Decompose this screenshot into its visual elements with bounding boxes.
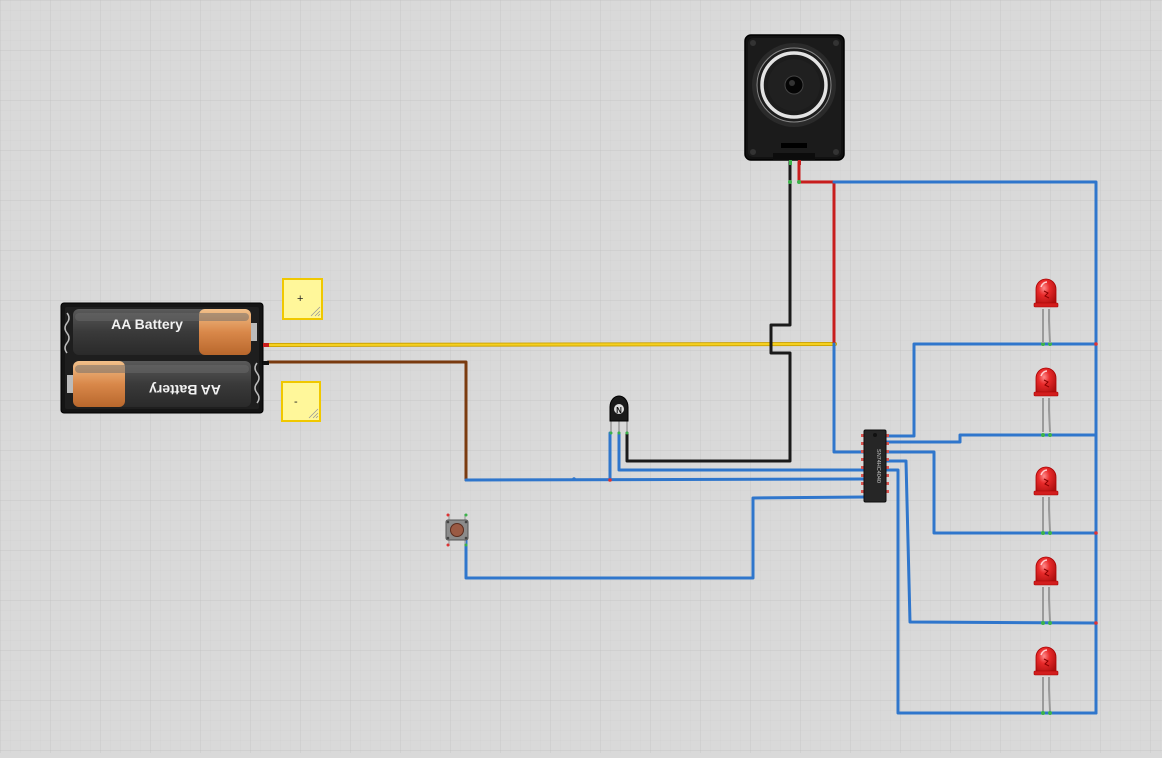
speaker[interactable] bbox=[744, 34, 845, 165]
battery-top-label: AA Battery bbox=[111, 316, 183, 332]
ic-chip[interactable]: SN74HC4040 bbox=[861, 429, 889, 503]
battery-holder[interactable]: AA Battery AA Battery bbox=[60, 302, 269, 414]
npn-transistor[interactable]: N bbox=[609, 395, 629, 435]
battery-cell-top: AA Battery bbox=[73, 309, 257, 355]
wire-blue-group[interactable] bbox=[464, 180, 1098, 715]
battery-cell-bottom: AA Battery bbox=[67, 361, 251, 407]
note-minus-label: - bbox=[294, 396, 298, 408]
wire-brown-battery-minus[interactable] bbox=[266, 360, 468, 482]
leds-layer bbox=[1033, 278, 1059, 712]
note-plus[interactable]: + bbox=[282, 278, 323, 320]
wire-red-speaker[interactable] bbox=[797, 160, 836, 346]
note-minus[interactable]: - bbox=[281, 381, 321, 422]
wires-layer bbox=[266, 160, 1098, 715]
led-4[interactable] bbox=[1033, 556, 1059, 622]
note-plus-label: + bbox=[297, 293, 303, 305]
push-button[interactable] bbox=[445, 513, 469, 547]
led-1[interactable] bbox=[1033, 278, 1059, 344]
wire-black-speaker[interactable] bbox=[625, 160, 792, 463]
led-3[interactable] bbox=[1033, 466, 1059, 532]
transistor-label: N bbox=[616, 406, 622, 415]
led-5[interactable] bbox=[1033, 646, 1059, 712]
ic-label: SN74HC4040 bbox=[875, 449, 881, 483]
battery-bottom-label: AA Battery bbox=[149, 382, 221, 398]
led-2[interactable] bbox=[1033, 367, 1059, 433]
